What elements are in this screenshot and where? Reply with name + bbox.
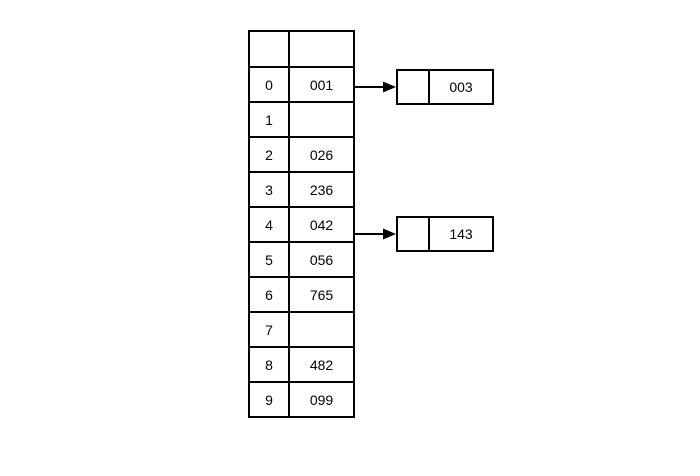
chain-node-1: 143 xyxy=(396,216,494,252)
bucket-index-5: 5 xyxy=(248,241,290,278)
arrow-bucket-0-to-node-0 xyxy=(353,81,396,93)
chain-node-0: 003 xyxy=(396,69,494,105)
chain-node-1-pointer-cell xyxy=(398,218,430,250)
bucket-value-5: 056 xyxy=(288,241,355,278)
bucket-value-2: 026 xyxy=(288,136,355,173)
table-row: 7 xyxy=(248,311,355,348)
bucket-index-0: 0 xyxy=(248,66,290,103)
bucket-value-4: 042 xyxy=(288,206,355,243)
header-value-cell xyxy=(288,30,355,68)
table-row: 6 765 xyxy=(248,276,355,313)
bucket-index-2: 2 xyxy=(248,136,290,173)
hash-table: 0 001 1 2 026 3 236 4 042 5 056 xyxy=(248,30,355,418)
bucket-index-3: 3 xyxy=(248,171,290,208)
bucket-value-0: 001 xyxy=(288,66,355,103)
table-row: 9 099 xyxy=(248,381,355,418)
table-row: 4 042 xyxy=(248,206,355,243)
bucket-index-8: 8 xyxy=(248,346,290,383)
arrow-bucket-4-to-node-1 xyxy=(353,228,396,240)
header-index-cell xyxy=(248,30,290,68)
chain-node-1-value-cell: 143 xyxy=(449,226,473,242)
bucket-value-8: 482 xyxy=(288,346,355,383)
bucket-index-9: 9 xyxy=(248,381,290,418)
chain-node-0-value-cell: 003 xyxy=(449,79,473,95)
bucket-index-1: 1 xyxy=(248,101,290,138)
table-row: 8 482 xyxy=(248,346,355,383)
table-row: 3 236 xyxy=(248,171,355,208)
bucket-index-4: 4 xyxy=(248,206,290,243)
table-row: 5 056 xyxy=(248,241,355,278)
chain-node-0-pointer-cell xyxy=(398,71,430,103)
bucket-value-7 xyxy=(288,311,355,348)
hash-table-body: 0 001 1 2 026 3 236 4 042 5 056 xyxy=(248,30,355,418)
bucket-value-6: 765 xyxy=(288,276,355,313)
bucket-index-7: 7 xyxy=(248,311,290,348)
bucket-value-9: 099 xyxy=(288,381,355,418)
table-row: 2 026 xyxy=(248,136,355,173)
table-row: 1 xyxy=(248,101,355,138)
bucket-value-1 xyxy=(288,101,355,138)
bucket-index-6: 6 xyxy=(248,276,290,313)
table-row: 0 001 xyxy=(248,66,355,103)
bucket-value-3: 236 xyxy=(288,171,355,208)
table-header-row xyxy=(248,30,355,68)
